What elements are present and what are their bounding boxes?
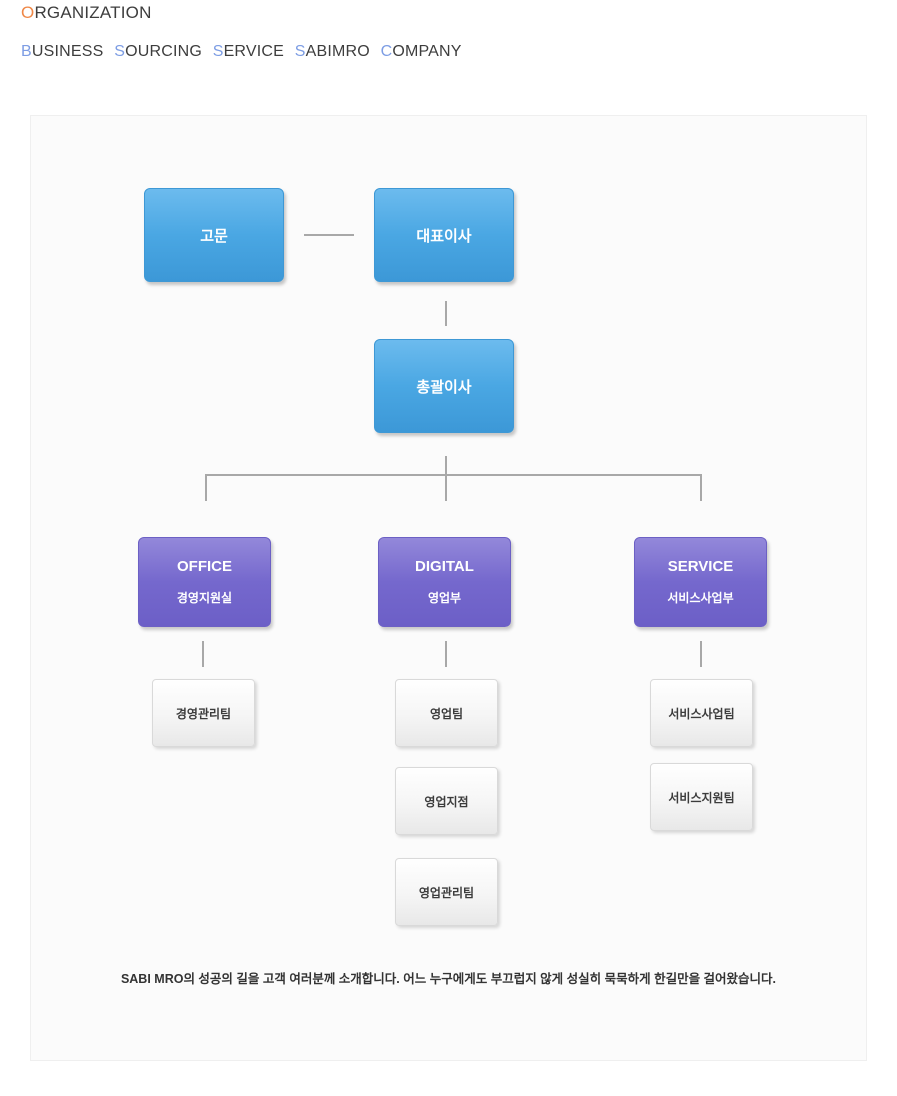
page-title: ORGANIZATION [21,3,152,23]
connector-branch-drop-service [700,474,702,501]
subtitle-word: BUSINESS [21,43,104,60]
org-node-team-sales-management: 영업관리팀 [395,858,498,926]
org-node-dept-office: OFFICE 경영지원실 [138,537,271,627]
org-node-dept-digital-subtitle: 영업부 [427,591,462,605]
org-node-advisor-label: 고문 [200,227,228,245]
connector-service-team [700,641,702,667]
org-node-team-sales-branch: 영업지점 [395,767,498,835]
org-node-managing-director: 총괄이사 [374,339,514,433]
subtitle-word-accent: C [380,43,393,60]
org-chart-panel: 고문 대표이사 총괄이사 OFFICE 경영지원실 DIGITAL 영업부 SE… [30,115,867,1061]
org-node-team-service-business: 서비스사업팀 [650,679,753,747]
subtitle-word-rest: OMPANY [392,43,462,60]
page-subtitle: BUSINESS SOURCING SERVICE SABIMRO COMPAN… [21,43,468,61]
org-node-ceo: 대표이사 [374,188,514,282]
subtitle-word: SOURCING [114,43,202,60]
org-node-team-service-support: 서비스지원팀 [650,763,753,831]
org-node-dept-digital-title: DIGITAL [415,558,474,575]
org-node-dept-service-title: SERVICE [667,558,734,575]
subtitle-word-rest: USINESS [31,43,104,60]
page-title-rest: RGANIZATION [34,3,152,22]
subtitle-word-accent: B [21,43,32,60]
connector-advisor-ceo [304,234,354,236]
subtitle-word: COMPANY [381,43,462,60]
org-node-dept-office-subtitle: 경영지원실 [176,591,233,605]
org-node-dept-office-title: OFFICE [177,558,232,575]
org-node-ceo-label: 대표이사 [416,227,472,245]
connector-branch-drop-office [205,474,207,501]
org-node-team-label: 영업팀 [429,706,464,721]
connector-managing-director-branch [445,456,447,501]
connector-office-team [202,641,204,667]
subtitle-word-accent: S [114,43,126,60]
org-node-managing-director-label: 총괄이사 [416,378,472,396]
org-node-team-label: 영업지점 [424,794,469,809]
subtitle-word-rest: ERVICE [223,43,285,60]
org-node-dept-digital: DIGITAL 영업부 [378,537,511,627]
subtitle-word-accent: S [212,43,224,60]
connector-digital-team [445,641,447,667]
subtitle-word-rest: ABIMRO [305,43,370,60]
org-node-dept-service: SERVICE 서비스사업부 [634,537,767,627]
org-node-team-management: 경영관리팀 [152,679,255,747]
connector-branch-horizontal [205,474,702,476]
org-node-team-sales: 영업팀 [395,679,498,747]
org-node-advisor: 고문 [144,188,284,282]
page-title-accent: O [21,3,35,22]
org-node-dept-service-subtitle: 서비스사업부 [667,591,734,605]
org-node-team-label: 서비스지원팀 [668,790,735,805]
org-node-team-label: 영업관리팀 [418,885,475,900]
subtitle-word: SERVICE [213,43,284,60]
subtitle-word: SABIMRO [295,43,370,60]
subtitle-word-rest: OURCING [125,43,203,60]
connector-ceo-managing-director [445,301,447,326]
subtitle-word-accent: S [294,43,306,60]
org-node-team-label: 경영관리팀 [175,706,232,721]
org-node-team-label: 서비스사업팀 [668,706,735,721]
org-chart-note: SABI MRO의 성공의 길을 고객 여러분께 소개합니다. 어느 누구에게도… [120,972,777,986]
